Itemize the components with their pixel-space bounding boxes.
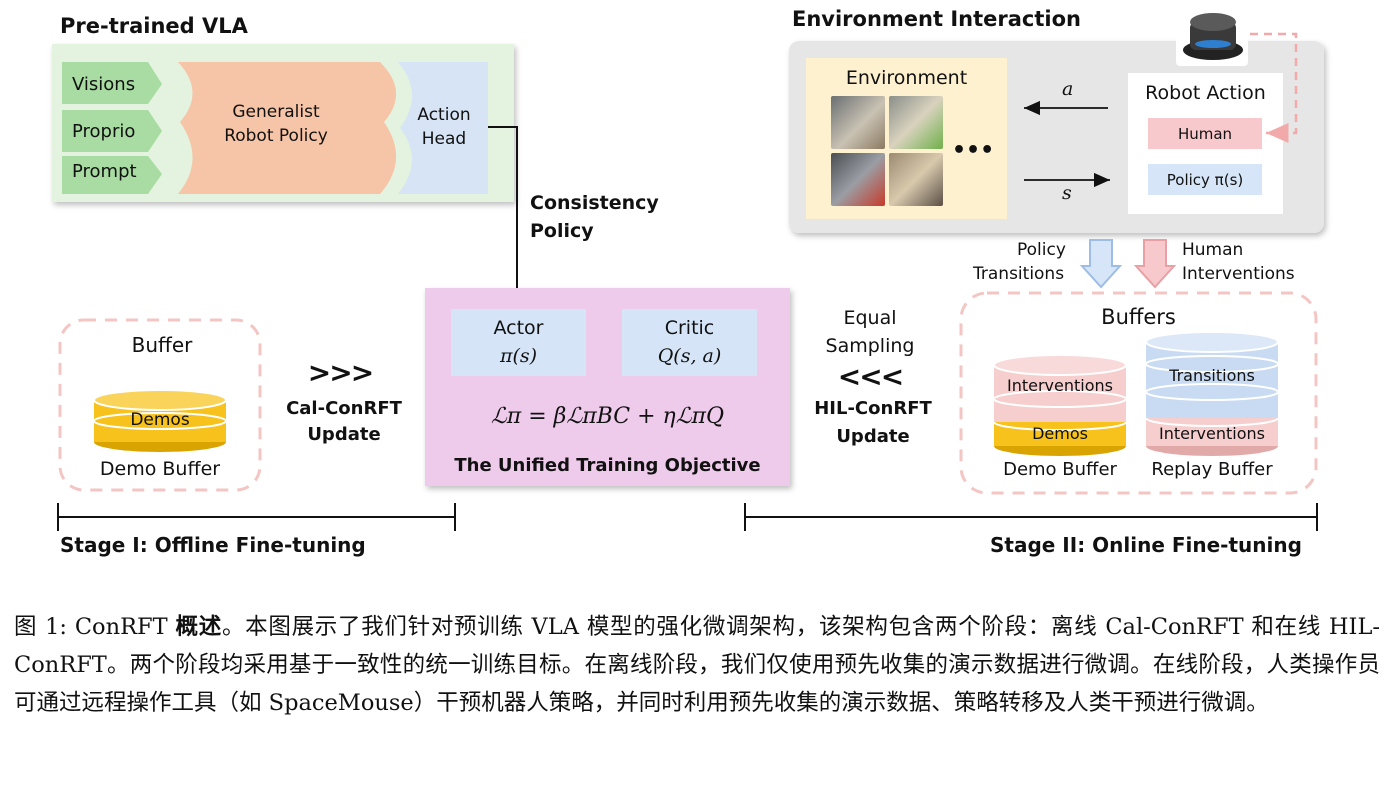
actor-math: π(s) (499, 345, 538, 367)
env-photo-1 (831, 96, 885, 149)
stage1-update-2: Update (307, 424, 381, 445)
stage1-buffer-caption: Demo Buffer (99, 458, 221, 480)
stage1-update-1: Cal-ConRFT (286, 398, 402, 419)
policy-shape (178, 62, 397, 194)
demo-disk-stack (93, 389, 227, 452)
state-symbol: s (1062, 182, 1072, 204)
figure-diagram (52, 4, 1324, 531)
human-interventions-arrow (1133, 239, 1177, 289)
environment-ellipsis: ••• (952, 138, 995, 163)
critic-label: Critic (664, 317, 715, 339)
stage1-label: Stage I: Offline Fine-tuning (60, 533, 366, 557)
stage2-update-2: Update (836, 426, 910, 447)
stage1-timeline (57, 503, 456, 531)
visions-tab (62, 62, 162, 104)
loss-formula: ℒπ = βℒπBC + ηℒπQ (490, 404, 725, 429)
equal-sampling-1: Equal (843, 307, 897, 329)
env-photo-4 (889, 153, 943, 206)
critic-math: Q(s, a) (657, 345, 722, 367)
prompt-tab (62, 156, 162, 194)
prompt-label: Prompt (72, 161, 137, 182)
policy-transitions-1: Policy (1017, 240, 1066, 260)
stage1-arrow-glyph: >>> (307, 356, 374, 389)
equal-sampling-2: Sampling (825, 335, 915, 357)
env-photo-3 (831, 153, 885, 206)
human-interventions-1: Human (1182, 240, 1244, 260)
policy-transitions-arrow (1079, 239, 1123, 289)
stage1-buffer-frame (58, 318, 262, 492)
actor-label: Actor (493, 317, 544, 339)
human-box (1148, 118, 1262, 149)
environment-label: Environment (845, 67, 968, 89)
consistency-label-2: Policy (530, 220, 594, 242)
spacemouse-image (1176, 4, 1248, 66)
environment-title: Environment Interaction (792, 7, 1081, 31)
stage2-timeline (744, 503, 1318, 531)
critic-box (622, 309, 757, 376)
caption-text: 。本图展示了我们针对预训练 VLA 模型的强化微调架构，该架构包含两个阶段：离线… (14, 614, 1380, 716)
policy-label-1: Generalist (232, 102, 320, 122)
policy-box (1148, 164, 1262, 195)
replay-buffer-stack (1145, 331, 1279, 456)
head-label-2: Head (421, 129, 467, 149)
head-label-1: Action (417, 105, 471, 125)
demo-buffer-stack (993, 354, 1127, 456)
action-symbol: a (1062, 78, 1074, 100)
policy-transitions-2: Transitions (973, 264, 1065, 284)
stage2-arrow-glyph: <<< (837, 360, 904, 393)
demo-buffer-caption: Demo Buffer (1003, 459, 1117, 480)
pretrained-title: Pre-trained VLA (60, 14, 248, 38)
action-head-shape (398, 62, 488, 194)
demo-stack-top: Interventions (1007, 376, 1113, 395)
replay-stack-top: Transitions (1169, 366, 1255, 385)
proprio-tab (62, 110, 162, 152)
spacemouse-dashed-arrow (1250, 32, 1298, 143)
figure-caption: 图 1: ConRFT 概述。本图展示了我们针对预训练 VLA 模型的强化微调架… (14, 608, 1380, 722)
proprio-label: Proprio (72, 121, 136, 142)
policy-label: Policy π(s) (1166, 171, 1244, 189)
human-interventions-2: Interventions (1182, 264, 1295, 284)
stage2-label: Stage II: Online Fine-tuning (990, 533, 1302, 557)
stage1-demos-label: Demos (130, 410, 190, 430)
stage2-update-1: HIL-ConRFT (814, 398, 932, 419)
replay-buffer-caption: Replay Buffer (1151, 459, 1273, 480)
human-label: Human (1177, 125, 1233, 143)
consistency-label-1: Consistency (530, 192, 659, 214)
stage2-buffer-frame (959, 291, 1318, 495)
robot-action-title: Robot Action (1145, 82, 1266, 104)
caption-bold: 概述 (175, 614, 222, 640)
objective-title: The Unified Training Objective (454, 455, 761, 476)
env-photo-2 (889, 96, 943, 149)
replay-stack-bottom: Interventions (1159, 424, 1265, 443)
caption-prefix: 图 1: ConRFT (14, 614, 176, 640)
stage1-buffer-title: Buffer (131, 333, 193, 357)
visions-label: Visions (72, 74, 136, 95)
buffers-title: Buffers (1101, 305, 1176, 329)
policy-label-2: Robot Policy (224, 126, 328, 146)
consistency-connector (488, 126, 525, 306)
demo-stack-bottom: Demos (1032, 424, 1088, 443)
actor-box (451, 309, 586, 376)
